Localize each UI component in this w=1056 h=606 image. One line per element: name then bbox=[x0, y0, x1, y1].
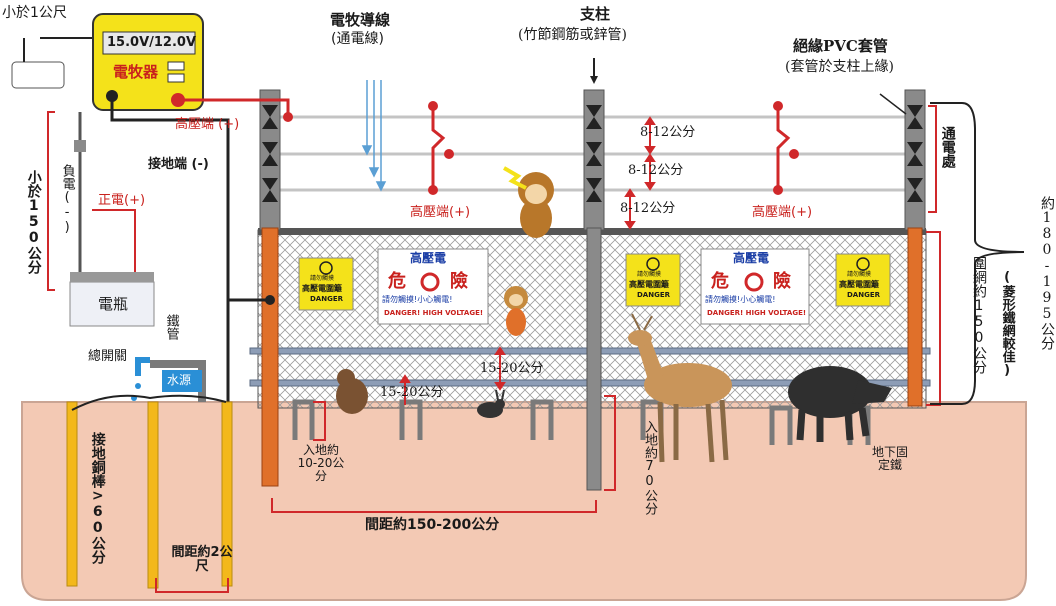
rod-spacing-label: 間距約2公尺 bbox=[171, 545, 233, 574]
wire-pointers bbox=[361, 80, 387, 192]
main-switch-label: 總開關 bbox=[88, 349, 128, 364]
ground-rods bbox=[66, 401, 233, 589]
rod-spacing-bracket bbox=[155, 578, 229, 593]
small-sign1-name: 高壓電圍籬 bbox=[302, 284, 342, 293]
fence-wire-title: 電牧導線 bbox=[330, 11, 391, 29]
small-sign3-foot: DANGER bbox=[847, 291, 881, 299]
warning-signs bbox=[298, 248, 891, 325]
ground-terminal-label: 接地端 (-) bbox=[148, 157, 209, 172]
sign2-warn-right: 險 bbox=[773, 271, 791, 292]
hv-dots bbox=[283, 101, 799, 195]
less-than-1m-label: 小於1公尺 bbox=[2, 5, 67, 21]
hv-terminal-label: 高壓端 (+) bbox=[175, 117, 240, 132]
insulators bbox=[262, 105, 923, 202]
post-spacing-bracket bbox=[271, 498, 597, 513]
wire-gap-3: 8-12公分 bbox=[620, 201, 676, 216]
sign1-warn-left: 危 bbox=[388, 271, 406, 292]
sign2-title: 高壓電 bbox=[733, 251, 770, 265]
measure-150 bbox=[47, 111, 55, 291]
boar-large bbox=[788, 366, 892, 442]
energized-bracket bbox=[928, 105, 937, 213]
sign2-line2: DANGER! HIGH VOLTAGE! bbox=[707, 309, 807, 317]
clearance-label-2: 15-20公分 bbox=[380, 385, 444, 400]
iron-pipe-label: 鐵管 bbox=[163, 314, 179, 340]
pvc-title: 絕緣PVC套管 bbox=[793, 37, 888, 55]
sign2-warn-left: 危 bbox=[711, 271, 729, 292]
mesh-bracket bbox=[926, 231, 941, 406]
underground-iron-label: 地下固定鐵 bbox=[871, 445, 908, 473]
rabbit bbox=[477, 389, 505, 418]
small-sign1-top: 請勿觸摸 bbox=[310, 275, 335, 282]
small-sign2-name: 高壓電圍籬 bbox=[629, 280, 669, 289]
positive-lead-label: 正電(+) bbox=[98, 193, 146, 208]
negative-lead-label: 負電(-) bbox=[59, 164, 75, 235]
total-brace bbox=[930, 102, 1025, 405]
energizer-label: 電牧器 bbox=[113, 63, 159, 81]
sign1-line2: DANGER! HIGH VOLTAGE! bbox=[384, 309, 484, 317]
voltage-display-bg bbox=[102, 31, 196, 55]
wire-gap-1: 8-12公分 bbox=[640, 125, 696, 140]
monkey-small bbox=[504, 286, 528, 336]
post-subtitle: (竹節鋼筋或鋅管) bbox=[518, 27, 627, 43]
energized-zone-label: 通電處 bbox=[939, 126, 956, 168]
sign2-line1: 請勿觸摸!小心觸電! bbox=[705, 295, 776, 304]
ground-cable bbox=[110, 96, 230, 402]
indicator-light-1 bbox=[167, 61, 185, 71]
post-spacing-label: 間距約150-200公分 bbox=[365, 517, 500, 533]
less-than-150cm-label: 小於150公分 bbox=[25, 170, 42, 274]
hv-left-label: 高壓端(+) bbox=[410, 205, 471, 220]
water-source-label: 水源 bbox=[167, 373, 192, 387]
power-socket bbox=[11, 61, 65, 89]
voltage-display: 15.0V/12.0V bbox=[107, 35, 197, 50]
pvc-subtitle: (套管於支柱上緣) bbox=[785, 59, 894, 75]
small-sign2-foot: DANGER bbox=[637, 291, 671, 299]
positive-lead bbox=[92, 209, 136, 272]
post-title: 支柱 bbox=[580, 5, 611, 23]
bury-mesh-label: 入地約10-20公分 bbox=[297, 443, 345, 484]
mesh-note-label: (菱形鐵網較佳) bbox=[999, 270, 1015, 378]
clearance-label-1: 15-20公分 bbox=[480, 361, 544, 376]
mesh-height-label: 圍網約150公分 bbox=[971, 256, 987, 374]
small-sign3-top: 請勿觸摸 bbox=[847, 271, 872, 278]
iron-pipe bbox=[150, 360, 206, 368]
sign1-warn-right: 險 bbox=[450, 271, 468, 292]
small-sign2-top: 請勿觸摸 bbox=[637, 271, 662, 278]
deer bbox=[628, 313, 732, 463]
boar-small bbox=[336, 369, 368, 414]
battery-body bbox=[69, 281, 155, 327]
small-sign3-name: 高壓電圍籬 bbox=[839, 280, 879, 289]
indicator-light-2 bbox=[167, 73, 185, 83]
small-sign1-foot: DANGER bbox=[310, 295, 344, 303]
battery-label: 電瓶 bbox=[98, 295, 129, 313]
hv-right-label: 高壓端(+) bbox=[752, 205, 813, 220]
total-height-label: 約180-195公分 bbox=[1039, 196, 1055, 350]
sign1-line1: 請勿觸摸!小心觸電! bbox=[382, 295, 453, 304]
ground-rod-label: 接地銅棒>60公分 bbox=[89, 432, 106, 564]
fence-wire-subtitle: (通電線) bbox=[331, 31, 384, 47]
pvc-pointer bbox=[879, 93, 907, 115]
monkey-top bbox=[503, 166, 554, 238]
hv-leads bbox=[178, 98, 791, 190]
bury-post-label: 入地約70公分 bbox=[642, 420, 657, 515]
gap-arrows bbox=[399, 116, 656, 405]
sign1-title: 高壓電 bbox=[410, 251, 447, 265]
wire-gap-2: 8-12公分 bbox=[628, 163, 684, 178]
water-source-box bbox=[162, 370, 202, 392]
